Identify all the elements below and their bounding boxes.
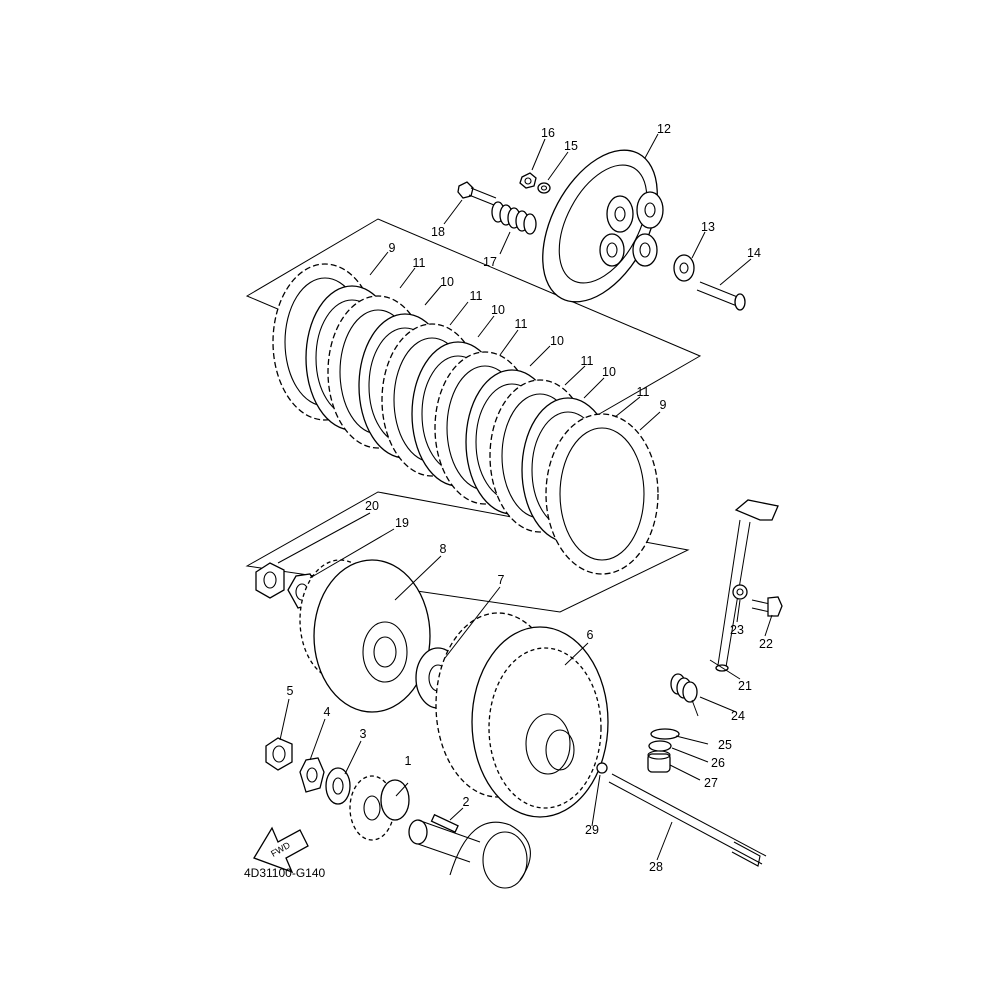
push-plate bbox=[673, 254, 695, 282]
callout-9: 9 bbox=[660, 398, 667, 412]
washer bbox=[537, 182, 551, 194]
nut bbox=[265, 737, 293, 771]
callout-14: 14 bbox=[747, 246, 761, 260]
callout-10: 10 bbox=[440, 275, 454, 289]
straight-key bbox=[430, 813, 459, 833]
callout-11: 11 bbox=[413, 256, 426, 270]
washer bbox=[648, 740, 672, 752]
callout-24: 24 bbox=[731, 709, 745, 723]
callout-16: 16 bbox=[541, 126, 555, 140]
callout-29: 29 bbox=[585, 823, 599, 837]
primary-drive-gear bbox=[349, 775, 410, 841]
callout-11: 11 bbox=[515, 317, 528, 331]
callout-18: 18 bbox=[431, 225, 445, 239]
circlip bbox=[650, 728, 680, 740]
callout-8: 8 bbox=[440, 542, 447, 556]
callout-22: 22 bbox=[759, 637, 773, 651]
callout-11: 11 bbox=[581, 354, 594, 368]
clutch-boss bbox=[299, 559, 431, 713]
callout-28: 28 bbox=[649, 860, 663, 874]
leader-lines bbox=[277, 133, 773, 861]
callout-10: 10 bbox=[550, 334, 564, 348]
nut bbox=[519, 172, 537, 189]
bushing bbox=[647, 750, 671, 773]
fwd-arrow-icon: FWD bbox=[253, 826, 309, 874]
push-rod-long bbox=[608, 773, 767, 867]
callout-13: 13 bbox=[701, 220, 715, 234]
callout-20: 20 bbox=[365, 499, 379, 513]
callout-labels: 1 2 3 4 5 6 7 8 9 9 10 10 10 10 11 11 11… bbox=[287, 122, 773, 874]
primary-driven-gear-housing bbox=[435, 612, 609, 818]
callout-9: 9 bbox=[389, 241, 396, 255]
callout-25: 25 bbox=[718, 738, 732, 752]
callout-21: 21 bbox=[738, 679, 752, 693]
callout-23: 23 bbox=[730, 623, 744, 637]
callout-17: 17 bbox=[483, 255, 497, 269]
callout-5: 5 bbox=[287, 684, 294, 698]
lock-washer bbox=[299, 757, 325, 793]
callout-7: 7 bbox=[498, 573, 505, 587]
lock-nut bbox=[255, 562, 285, 599]
friction-plate bbox=[545, 413, 659, 575]
ball bbox=[596, 762, 608, 774]
bolt bbox=[751, 596, 783, 617]
callout-6: 6 bbox=[587, 628, 594, 642]
callout-15: 15 bbox=[564, 139, 578, 153]
callout-3: 3 bbox=[360, 727, 367, 741]
clutch-spring bbox=[491, 201, 537, 235]
callout-27: 27 bbox=[704, 776, 718, 790]
callout-26: 26 bbox=[711, 756, 725, 770]
callout-11: 11 bbox=[470, 289, 483, 303]
push-rod-short bbox=[696, 281, 746, 311]
callout-1: 1 bbox=[405, 754, 412, 768]
diagram-code: 4D31100-G140 bbox=[244, 866, 325, 880]
crankshaft-end bbox=[408, 819, 531, 889]
pressure-plate bbox=[542, 149, 664, 303]
callout-10: 10 bbox=[491, 303, 505, 317]
washer bbox=[732, 584, 748, 600]
callout-4: 4 bbox=[324, 705, 331, 719]
spacer-washer bbox=[325, 767, 351, 805]
callout-12: 12 bbox=[657, 122, 671, 136]
callout-2: 2 bbox=[463, 795, 470, 809]
return-spring bbox=[670, 673, 699, 717]
callout-19: 19 bbox=[395, 516, 409, 530]
hub-group-frame bbox=[245, 491, 690, 613]
callout-11: 11 bbox=[637, 385, 650, 399]
bolt bbox=[457, 181, 497, 206]
callout-10: 10 bbox=[602, 365, 616, 379]
